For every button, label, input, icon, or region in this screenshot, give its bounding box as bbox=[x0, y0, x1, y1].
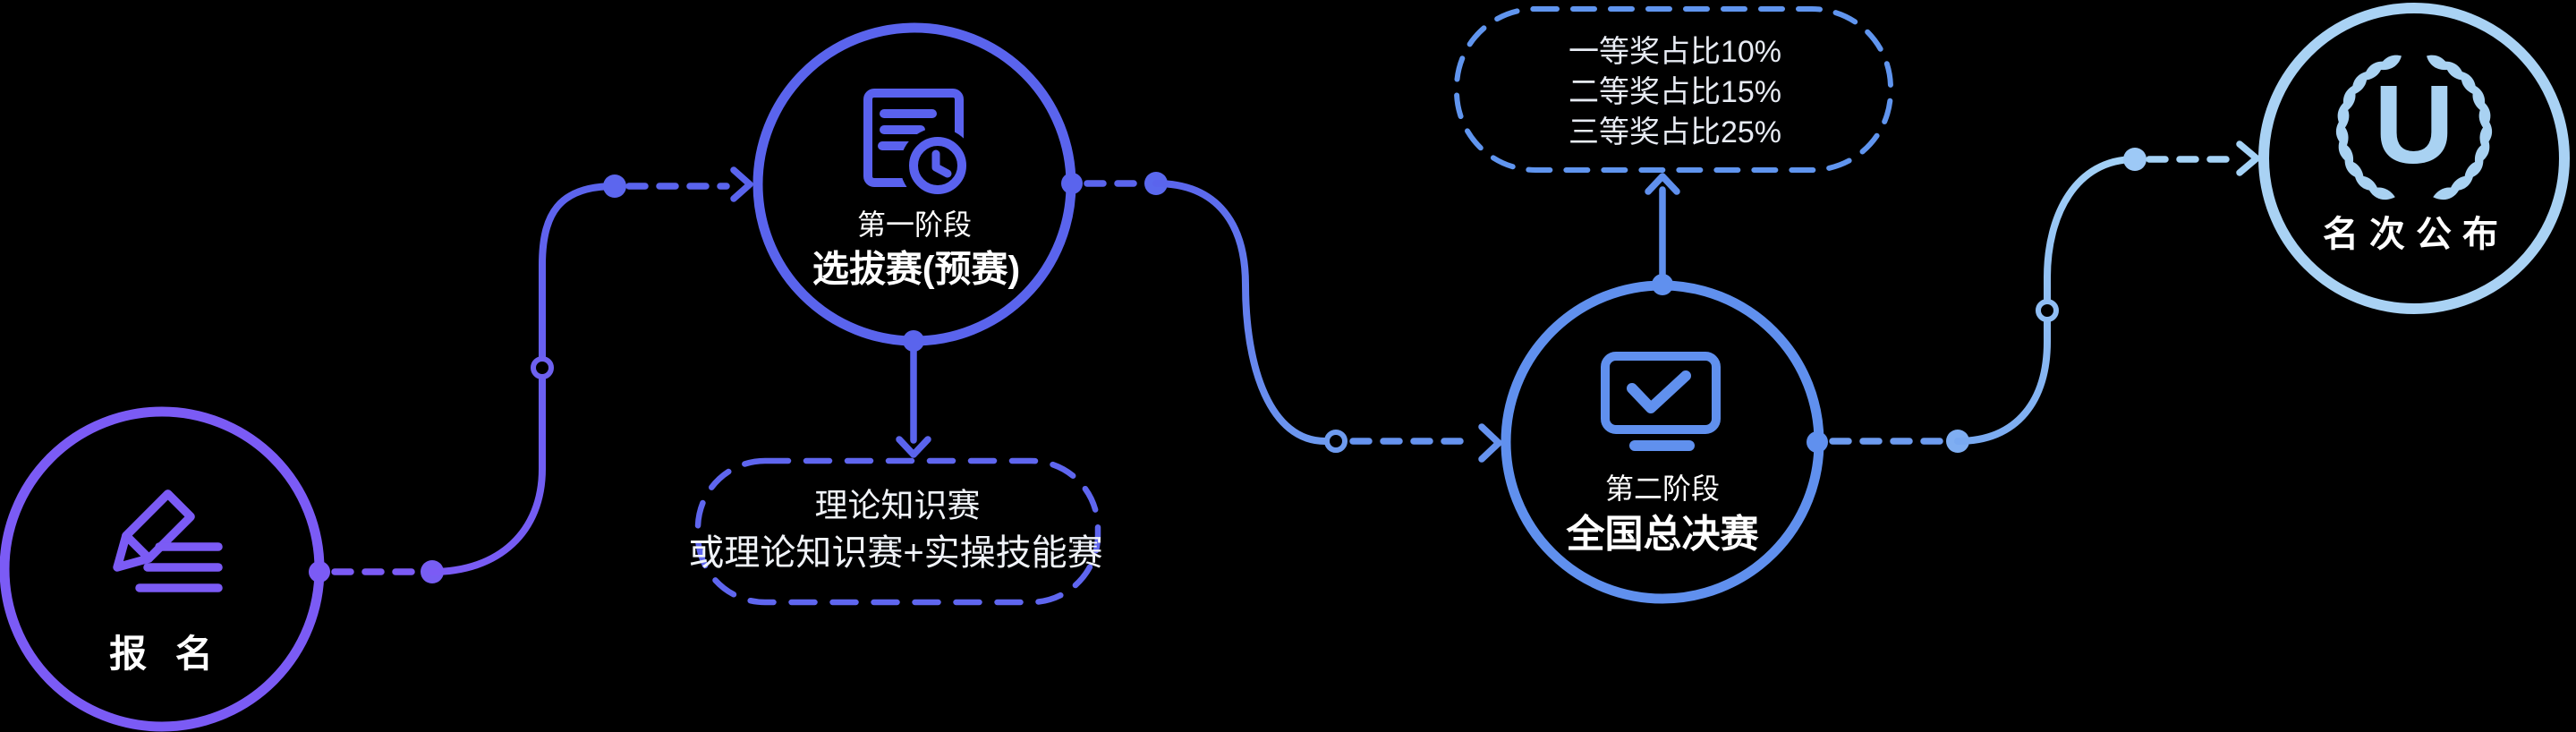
stage2-subtitle: 第二阶段 bbox=[1604, 472, 1721, 505]
edge-dot bbox=[1652, 274, 1673, 295]
stage1-title: 选拔赛(预赛) bbox=[812, 248, 1021, 290]
stage1-detail-callout-box bbox=[694, 457, 1101, 606]
waypoint-dot bbox=[2123, 148, 2147, 171]
award-ratio-line-2: 二等奖占比15% bbox=[1568, 75, 1782, 109]
edge-dot bbox=[1061, 173, 1083, 194]
arrowhead-right-icon bbox=[1478, 423, 1502, 463]
document-clock-icon bbox=[863, 89, 975, 203]
arrowhead-down-icon bbox=[896, 436, 931, 458]
pencil-edit-icon bbox=[113, 489, 223, 592]
announcement-node-circle bbox=[2258, 3, 2570, 314]
edge-dot bbox=[1807, 431, 1828, 453]
stage2-title: 全国总决赛 bbox=[1566, 513, 1759, 557]
award-ratio-line-3: 三等奖占比25% bbox=[1568, 115, 1782, 149]
award-ratio-line-1: 一等奖占比10% bbox=[1568, 35, 1782, 69]
arrowhead-right-icon bbox=[730, 166, 753, 202]
edge-dot bbox=[903, 330, 924, 352]
connector-stage1-to-detail bbox=[896, 330, 931, 458]
midpoint-ring bbox=[2036, 299, 2059, 322]
arrowhead-up-icon bbox=[1645, 173, 1680, 195]
waypoint-dot bbox=[603, 174, 626, 198]
stage1-subtitle: 第一阶段 bbox=[856, 209, 973, 241]
edge-dot bbox=[309, 561, 330, 583]
stage1-detail-line-1: 理论知识赛 bbox=[814, 487, 981, 524]
laurel-wreath-icon: U bbox=[2333, 50, 2495, 203]
midpoint-ring bbox=[1324, 430, 1348, 453]
arrowhead-right-icon bbox=[2236, 140, 2260, 176]
stage1-detail-line-2: 或理论知识赛+实操技能赛 bbox=[688, 533, 1103, 573]
connector-stage2-to-announcement bbox=[1807, 140, 2260, 453]
laurel-u-letter: U bbox=[2374, 64, 2454, 187]
connector-stage2-to-awards bbox=[1645, 173, 1680, 295]
monitor-check-icon bbox=[1601, 352, 1721, 451]
announcement-label: 名次公布 bbox=[2323, 215, 2509, 254]
registration-label: 报 名 bbox=[109, 633, 222, 675]
connector-registration-to-stage1 bbox=[309, 166, 753, 583]
connector-stage1-to-stage2 bbox=[1061, 172, 1502, 463]
midpoint-ring bbox=[531, 356, 554, 379]
